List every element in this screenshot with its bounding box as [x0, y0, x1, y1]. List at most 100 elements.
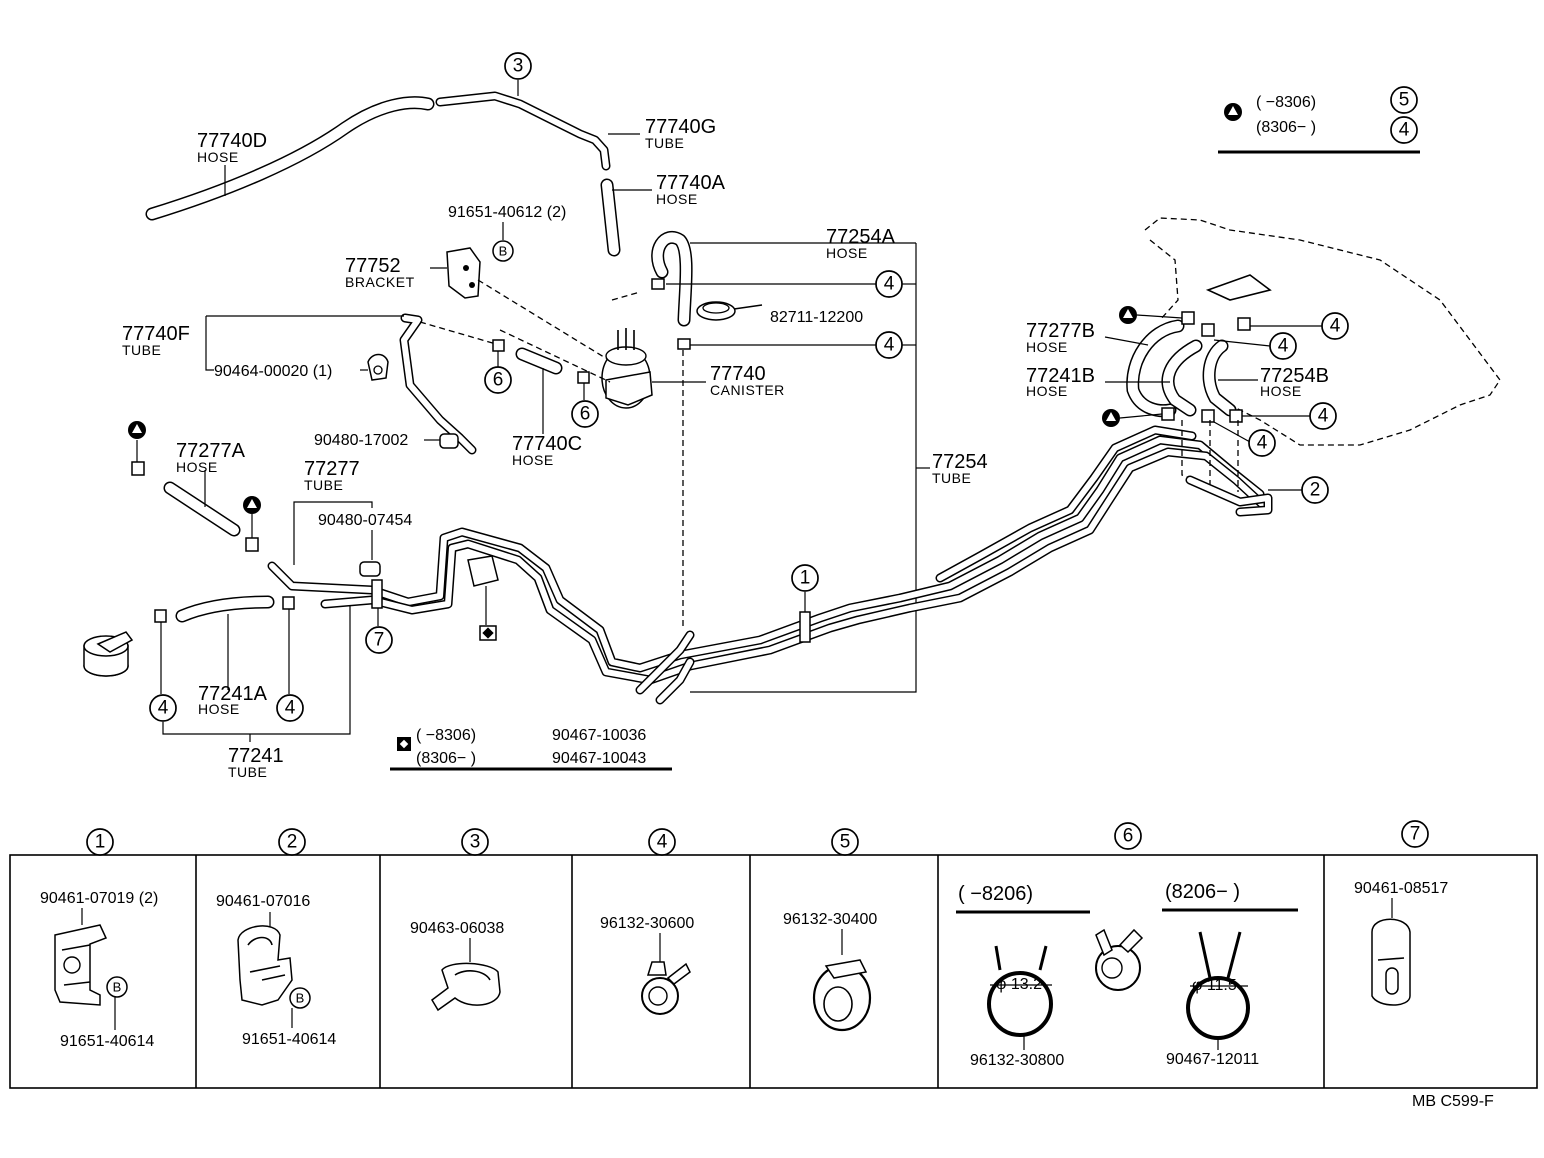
label-77241A: 77241A	[198, 683, 268, 705]
bolt-marker-b	[492, 240, 514, 262]
table-4-part-a: 96132-30600	[600, 915, 694, 932]
footer-code: MB C599-F	[1412, 1093, 1494, 1110]
hose-77254A	[651, 230, 693, 327]
label-77277A-type: HOSE	[176, 459, 218, 475]
fuel-tank-outline	[1144, 217, 1501, 446]
clip-90464	[367, 353, 389, 381]
label-77241: 77241	[228, 745, 284, 767]
tube-77740F	[399, 313, 477, 455]
svg-text:7: 7	[1410, 824, 1421, 845]
svg-text:4: 4	[285, 698, 296, 719]
label-77254-type: TUBE	[932, 470, 971, 486]
label-77254A: 77254A	[826, 226, 896, 248]
table-1-bolt-b	[106, 976, 128, 998]
label-77740A: 77740A	[656, 172, 726, 194]
label-77740G: 77740G	[645, 116, 716, 138]
table-5-part-a: 96132-30400	[783, 911, 877, 928]
svg-text:4: 4	[1318, 406, 1329, 427]
svg-text:B: B	[113, 980, 122, 995]
canister-77740	[601, 291, 684, 630]
label-77254B: 77254B	[1260, 365, 1329, 387]
label-77241-type: TUBE	[228, 764, 267, 780]
label-90464-00020: 90464-00020 (1)	[214, 363, 332, 380]
svg-text:5: 5	[1399, 90, 1410, 111]
hose-clamp-4-icon	[641, 961, 691, 1015]
label-77254B-type: HOSE	[1260, 383, 1302, 399]
clip-small-2	[677, 338, 691, 350]
legend-square-row1-part: 90467-10036	[552, 727, 646, 744]
legend-square-row2-range: (8306− )	[416, 750, 476, 767]
grommet-90480-07454	[359, 561, 381, 577]
table-6-left-dia: φ 13.2	[996, 976, 1042, 993]
svg-text:1: 1	[95, 832, 106, 853]
clip-r6	[1229, 409, 1243, 423]
clip-r1	[1181, 311, 1195, 325]
svg-text:7: 7	[374, 630, 385, 651]
tube-77740G	[435, 91, 611, 171]
label-77277-type: TUBE	[304, 477, 343, 493]
svg-text:6: 6	[1123, 826, 1134, 847]
table-6-right-range: (8206− )	[1165, 881, 1240, 903]
label-77740: 77740	[710, 363, 766, 385]
clamp-bracket-1-icon	[54, 924, 108, 1006]
label-77241B: 77241B	[1026, 365, 1095, 387]
clip-r5	[1201, 409, 1215, 423]
wire-clamp-right-icon	[1186, 931, 1250, 1040]
table-2-part-a: 90461-07016	[216, 893, 310, 910]
svg-text:4: 4	[158, 698, 169, 719]
svg-text:B: B	[499, 244, 508, 259]
svg-text:4: 4	[884, 335, 895, 356]
svg-text:4: 4	[1399, 120, 1410, 141]
table-6-right-dia: φ 11.5	[1192, 977, 1237, 994]
clip-6-a	[492, 339, 505, 352]
label-91651-40612: 91651-40612 (2)	[448, 204, 566, 221]
clip-r4	[1161, 407, 1175, 421]
table-1-part-a: 90461-07019 (2)	[40, 890, 158, 907]
fuel-filter	[83, 631, 134, 677]
label-77277B: 77277B	[1026, 320, 1095, 342]
svg-text:2: 2	[1310, 480, 1321, 501]
label-77740D: 77740D	[197, 130, 267, 152]
hose-77740D	[145, 96, 435, 221]
table-1-part-b: 91651-40614	[60, 1033, 154, 1050]
label-77752-type: BRACKET	[345, 274, 415, 290]
label-77740D-type: HOSE	[197, 149, 239, 165]
svg-text:1: 1	[800, 568, 811, 589]
tube-bracket-center	[467, 555, 499, 587]
clip-r3	[1237, 317, 1251, 331]
svg-text:5: 5	[840, 832, 851, 853]
table-6-right-part: 90467-12011	[1166, 1051, 1259, 1068]
label-77752: 77752	[345, 255, 401, 277]
svg-text:6: 6	[580, 404, 591, 425]
label-77241B-type: HOSE	[1026, 383, 1068, 399]
label-77241A-type: HOSE	[198, 701, 240, 717]
svg-text:2: 2	[287, 832, 298, 853]
svg-text:4: 4	[657, 832, 668, 853]
hose-77254B	[1202, 339, 1237, 417]
wire-clamp-left-icon	[987, 945, 1053, 1037]
table-7-part-a: 90461-08517	[1354, 880, 1448, 897]
svg-text:6: 6	[493, 370, 504, 391]
clip-small	[651, 278, 665, 290]
clamp-3-icon	[431, 962, 501, 1012]
clip-77277A	[131, 461, 145, 476]
clamp-82711	[696, 301, 763, 321]
hose-clamp-5-icon	[812, 959, 872, 1032]
svg-text:B: B	[296, 991, 305, 1006]
label-77740C: 77740C	[512, 433, 582, 455]
clamp-bracket-2-icon	[237, 925, 293, 1006]
legend-triangle-row1-range: ( −8306)	[1256, 94, 1316, 111]
label-77277: 77277	[304, 458, 360, 480]
table-2-bolt-b	[289, 987, 311, 1009]
grommet-90480-17002	[439, 433, 459, 449]
svg-text:4: 4	[1330, 316, 1341, 337]
hose-77277B	[1126, 319, 1185, 418]
label-77277B-type: HOSE	[1026, 339, 1068, 355]
label-77740C-type: HOSE	[512, 452, 554, 468]
label-77740-type: CANISTER	[710, 382, 785, 398]
parts-table	[9, 854, 1538, 1089]
table-3-part-a: 90463-06038	[410, 920, 504, 937]
label-77254A-type: HOSE	[826, 245, 868, 261]
legend-triangle-row2-range: (8306− )	[1256, 119, 1316, 136]
